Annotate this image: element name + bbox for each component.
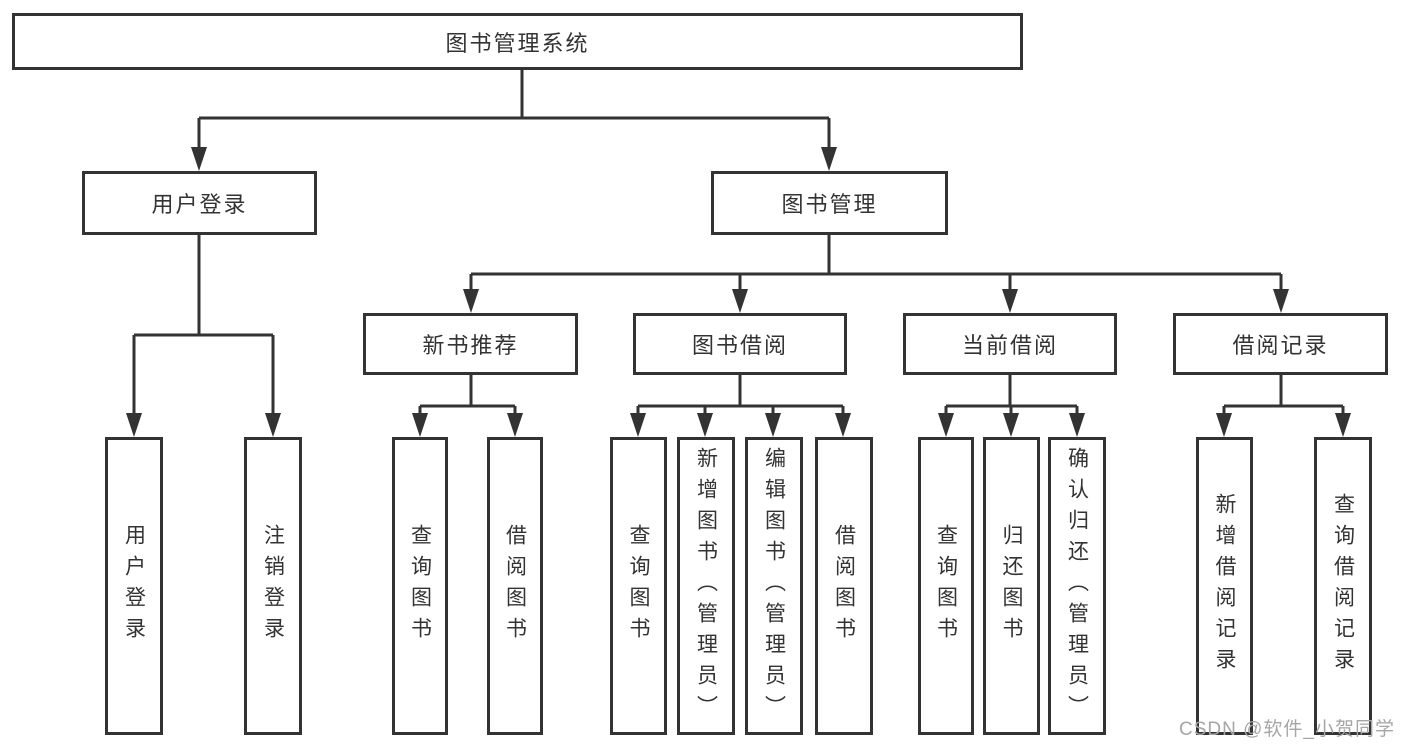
leaf-borrow-book-newbook-label: 借阅图书 <box>503 524 527 648</box>
arrowheads-current-borrow-to-leaves <box>938 413 1085 437</box>
node-book-management: 图书管理 <box>711 171 948 235</box>
leaf-edit-book-admin: 编辑图书（管理员） <box>745 437 803 735</box>
connector-book-borrow-to-leaves <box>636 375 845 416</box>
node-current-borrow: 当前借阅 <box>903 313 1117 375</box>
node-root-label: 图书管理系统 <box>445 30 590 56</box>
leaf-return-book-label: 归还图书 <box>1000 524 1024 648</box>
leaf-query-book-current: 查询图书 <box>918 437 974 735</box>
node-book-management-label: 图书管理 <box>781 192 878 217</box>
arrowheads-root-to-level2 <box>191 147 837 171</box>
leaf-user-login-label: 用户登录 <box>122 524 146 648</box>
node-book-borrow: 图书借阅 <box>633 313 847 375</box>
leaf-query-book-borrow: 查询图书 <box>610 437 667 735</box>
arrowheads-user-login-to-leaves <box>126 413 281 437</box>
node-borrow-record: 借阅记录 <box>1173 313 1388 375</box>
leaf-borrow-book-borrow: 借阅图书 <box>815 437 873 735</box>
connector-root-to-level2 <box>197 70 831 150</box>
connector-book-mgmt-to-level3 <box>469 235 1283 292</box>
connector-user-login-to-leaves <box>132 235 275 416</box>
arrowheads-book-mgmt-to-level3 <box>463 289 1289 313</box>
leaf-confirm-return-admin-label: 确认归还（管理员） <box>1065 446 1089 726</box>
leaf-query-book-newbook: 查询图书 <box>392 437 448 735</box>
node-current-borrow-label: 当前借阅 <box>961 333 1058 358</box>
leaf-borrow-book-borrow-label: 借阅图书 <box>832 524 856 648</box>
arrowheads-borrow-record-to-leaves <box>1216 413 1351 437</box>
leaf-add-book-admin: 新增图书（管理员） <box>677 437 735 735</box>
leaf-add-borrow-record-label: 新增借阅记录 <box>1213 493 1237 679</box>
leaf-borrow-book-newbook: 借阅图书 <box>487 437 543 735</box>
leaf-add-borrow-record: 新增借阅记录 <box>1196 437 1253 735</box>
leaf-user-login: 用户登录 <box>105 437 163 735</box>
leaf-logout: 注销登录 <box>244 437 302 735</box>
node-user-login-label: 用户登录 <box>151 192 248 217</box>
node-borrow-record-label: 借阅记录 <box>1232 333 1329 358</box>
leaf-edit-book-admin-label: 编辑图书（管理员） <box>762 446 786 726</box>
node-user-login: 用户登录 <box>82 171 317 235</box>
leaf-logout-label: 注销登录 <box>261 524 285 648</box>
leaf-query-book-newbook-label: 查询图书 <box>408 524 432 648</box>
leaf-query-book-current-label: 查询图书 <box>934 524 958 648</box>
leaf-return-book: 归还图书 <box>983 437 1040 735</box>
node-root: 图书管理系统 <box>12 13 1023 70</box>
connector-borrow-record-to-leaves <box>1222 375 1345 416</box>
node-new-book-recommend-label: 新书推荐 <box>422 333 519 358</box>
leaf-query-borrow-record: 查询借阅记录 <box>1314 437 1372 735</box>
arrowheads-book-borrow-to-leaves <box>630 413 851 437</box>
node-new-book-recommend: 新书推荐 <box>363 313 578 375</box>
connector-new-book-to-leaves <box>418 375 517 416</box>
arrowheads-new-book-to-leaves <box>412 413 523 437</box>
leaf-confirm-return-admin: 确认归还（管理员） <box>1048 437 1106 735</box>
connector-current-borrow-to-leaves <box>944 375 1079 416</box>
watermark: CSDN @软件_小贺同学 <box>1179 719 1395 740</box>
leaf-query-book-borrow-label: 查询图书 <box>627 524 651 648</box>
leaf-add-book-admin-label: 新增图书（管理员） <box>694 446 718 726</box>
node-book-borrow-label: 图书借阅 <box>691 333 788 358</box>
leaf-query-borrow-record-label: 查询借阅记录 <box>1331 493 1355 679</box>
